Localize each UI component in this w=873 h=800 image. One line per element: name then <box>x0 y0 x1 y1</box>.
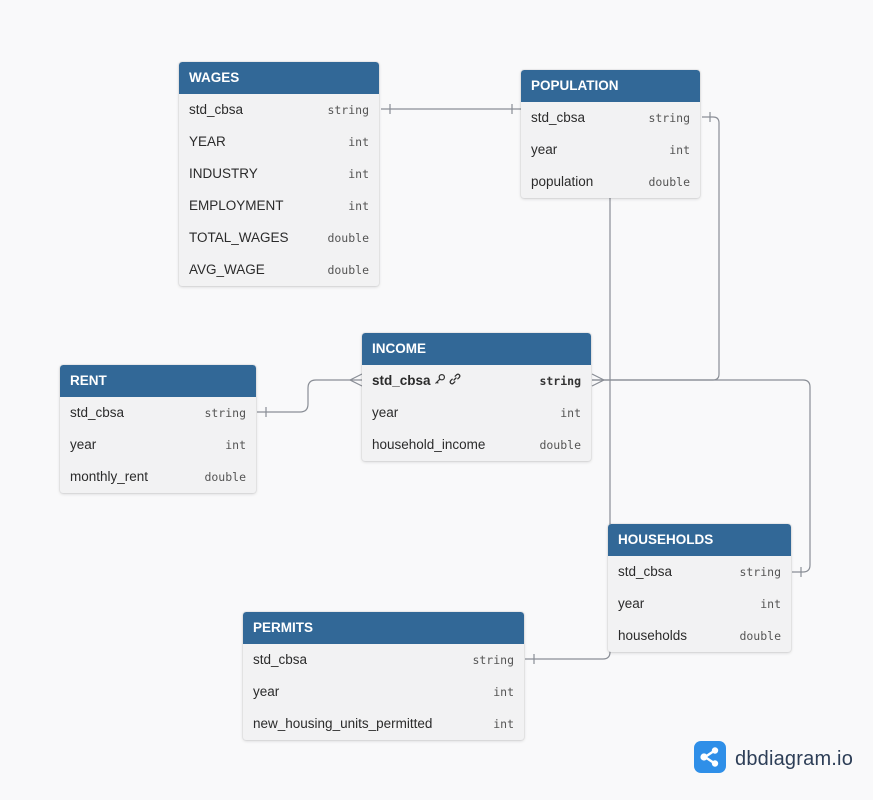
column-type: int <box>560 406 581 420</box>
column-type: double <box>327 231 369 245</box>
column-name: AVG_WAGE <box>189 262 265 277</box>
connector-households-income <box>592 379 811 573</box>
column-type: int <box>348 199 369 213</box>
column-type: string <box>472 653 514 667</box>
brand-watermark[interactable]: dbdiagram.io <box>694 741 853 778</box>
column-name: YEAR <box>189 134 226 149</box>
column-name: new_housing_units_permitted <box>253 716 433 731</box>
column-name: INDUSTRY <box>189 166 258 181</box>
column-name: std_cbsa <box>531 110 586 125</box>
table-households[interactable]: HOUSEHOLDS std_cbsa string year int hous… <box>608 524 791 652</box>
table-header[interactable]: RENT <box>60 365 256 397</box>
table-population[interactable]: POPULATION std_cbsa string year int popu… <box>521 70 700 198</box>
column-name: year <box>253 684 280 699</box>
table-row-primary-key[interactable]: std_cbsa string <box>362 365 591 397</box>
table-header[interactable]: POPULATION <box>521 70 700 102</box>
column-type: double <box>648 175 690 189</box>
column-type: int <box>493 717 514 731</box>
table-row[interactable]: std_cbsa string <box>521 102 700 134</box>
column-type: int <box>348 167 369 181</box>
column-type: int <box>760 597 781 611</box>
column-name: std_cbsa <box>253 652 308 667</box>
table-row[interactable]: std_cbsa string <box>243 644 524 676</box>
column-name: year <box>372 405 399 420</box>
column-type: int <box>348 135 369 149</box>
table-row[interactable]: EMPLOYMENT int <box>179 190 379 222</box>
column-type: string <box>648 111 690 125</box>
table-rent[interactable]: RENT std_cbsa string year int monthly_re… <box>60 365 256 493</box>
table-row[interactable]: year int <box>60 429 256 461</box>
column-name: std_cbsa <box>70 405 125 420</box>
connector-crows-foot <box>349 373 363 387</box>
column-name: std_cbsa <box>189 102 244 117</box>
table-row[interactable]: year int <box>521 134 700 166</box>
column-type: string <box>739 565 781 579</box>
column-name: households <box>618 628 688 643</box>
column-type: int <box>225 438 246 452</box>
column-type: int <box>493 685 514 699</box>
table-permits[interactable]: PERMITS std_cbsa string year int new_hou… <box>243 612 524 740</box>
column-name: population <box>531 174 594 189</box>
column-type: double <box>204 470 246 484</box>
column-type: string <box>327 103 369 117</box>
table-row[interactable]: YEAR int <box>179 126 379 158</box>
column-type: double <box>539 438 581 452</box>
column-type: double <box>739 629 781 643</box>
connector-rent-income <box>257 379 362 413</box>
table-row[interactable]: std_cbsa string <box>608 556 791 588</box>
brand-name: dbdiagram.io <box>735 748 854 770</box>
column-name: household_income <box>372 437 486 452</box>
table-row[interactable]: new_housing_units_permitted int <box>243 708 524 740</box>
connector-permits-income <box>525 198 611 660</box>
column-name: std_cbsa <box>618 564 673 579</box>
table-income[interactable]: INCOME std_cbsa string year int househol… <box>362 333 591 461</box>
table-row[interactable]: households double <box>608 620 791 652</box>
dbdiagram-logo-icon <box>694 741 726 778</box>
table-header[interactable]: PERMITS <box>243 612 524 644</box>
table-row[interactable]: population double <box>521 166 700 198</box>
table-row[interactable]: year int <box>243 676 524 708</box>
column-name: monthly_rent <box>70 469 149 484</box>
column-name-cell: std_cbsa <box>372 365 461 397</box>
table-header[interactable]: WAGES <box>179 62 379 94</box>
table-row[interactable]: INDUSTRY int <box>179 158 379 190</box>
column-type: string <box>539 374 581 388</box>
table-row[interactable]: TOTAL_WAGES double <box>179 222 379 254</box>
column-type: string <box>204 406 246 420</box>
column-type: double <box>327 263 369 277</box>
table-row[interactable]: household_income double <box>362 429 591 461</box>
table-header[interactable]: HOUSEHOLDS <box>608 524 791 556</box>
connector-crows-foot <box>591 373 605 387</box>
table-row[interactable]: AVG_WAGE double <box>179 254 379 286</box>
table-row[interactable]: std_cbsa string <box>60 397 256 429</box>
column-name: year <box>531 142 558 157</box>
key-icon <box>434 365 446 397</box>
column-type: int <box>669 143 690 157</box>
table-row[interactable]: year int <box>362 397 591 429</box>
table-row[interactable]: year int <box>608 588 791 620</box>
column-name: year <box>618 596 645 611</box>
table-wages[interactable]: WAGES std_cbsa string YEAR int INDUSTRY … <box>179 62 379 286</box>
table-header[interactable]: INCOME <box>362 333 591 365</box>
link-icon <box>449 365 461 397</box>
column-name: TOTAL_WAGES <box>189 230 289 245</box>
table-row[interactable]: monthly_rent double <box>60 461 256 493</box>
column-name: std_cbsa <box>372 373 431 388</box>
column-name: EMPLOYMENT <box>189 198 284 213</box>
column-name: year <box>70 437 97 452</box>
table-row[interactable]: std_cbsa string <box>179 94 379 126</box>
